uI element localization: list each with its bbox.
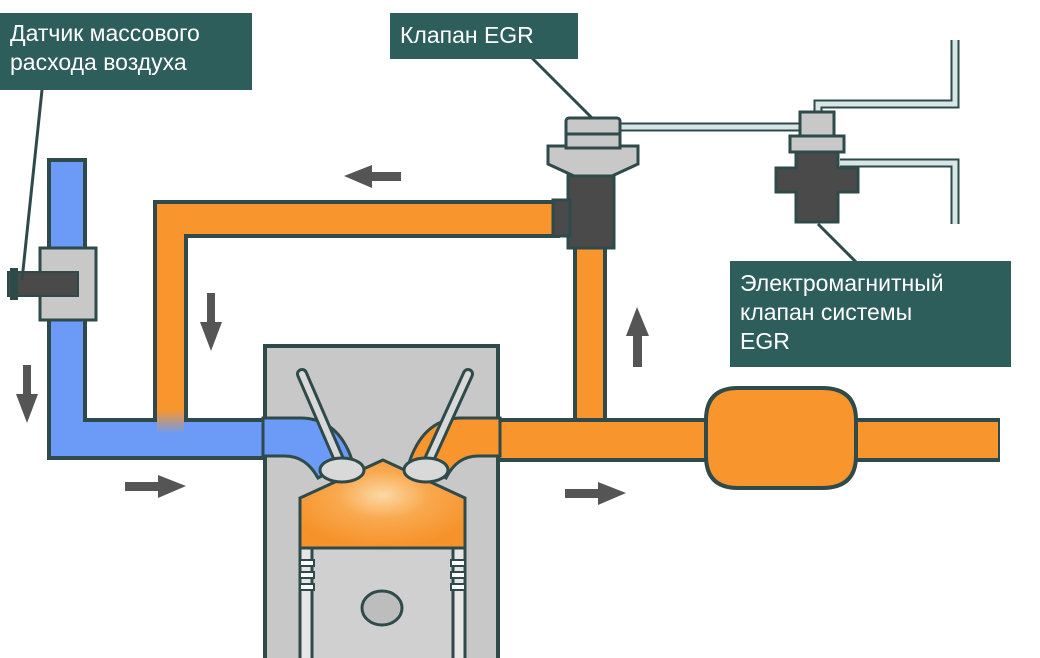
arrow-right-icon [565,482,626,505]
egr-solenoid-valve [774,110,860,224]
arrow-right-icon [125,475,186,498]
leader-line-solenoid [816,222,860,266]
egr-valve [546,116,640,250]
egr-return-pipe [153,200,560,434]
arrow-up-icon [626,307,649,367]
egr-valve-label: Клапан EGR [390,13,578,59]
arrow-down-icon [200,293,222,351]
muffler [704,386,858,490]
solenoid-valve-label: Электромагнитный клапан системы EGR [730,261,1011,367]
arrow-left-icon [344,165,401,188]
vacuum-lines [598,40,960,224]
maf-sensor [7,246,98,322]
egr-riser-pipe [573,246,607,424]
piston-pin [360,589,404,627]
piston [299,546,466,658]
maf-sensor-label: Датчик массового расхода воздуха [0,13,252,90]
leader-lines [20,56,860,281]
intake-pipe [47,158,275,460]
exhaust-valve [402,368,474,484]
vacuum-line-upper [598,40,960,132]
leader-line-egr [530,56,594,120]
intake-valve [296,368,366,484]
leader-line-maf [20,89,44,281]
arrow-down-icon [16,365,38,423]
